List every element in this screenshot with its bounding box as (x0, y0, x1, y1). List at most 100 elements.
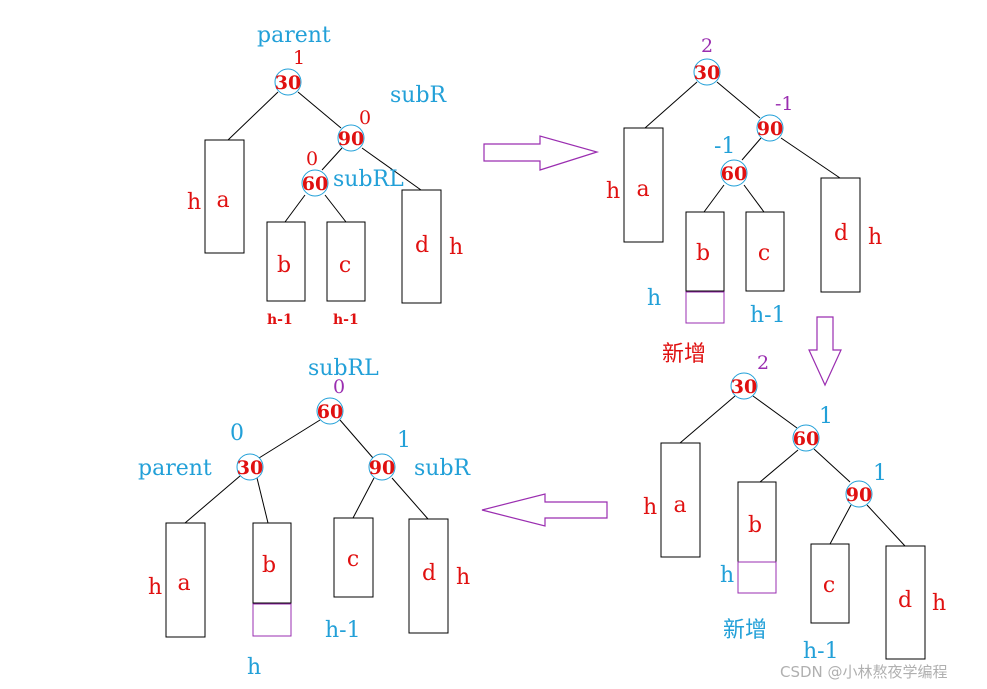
edge-90-c (352, 477, 375, 519)
subtree-a-box (165, 522, 206, 638)
added-label: 新增 (662, 342, 706, 367)
arrow-down (808, 316, 842, 387)
added-node-box (737, 561, 777, 594)
subtree-d-box (408, 518, 449, 634)
node-90-label: 90 (338, 128, 364, 150)
edge-30-b (256, 477, 269, 524)
subtree-d-box (885, 545, 926, 660)
node-30-label: 30 (275, 72, 301, 94)
height-d: h (932, 591, 946, 616)
bf-90: 1 (873, 461, 887, 486)
edge-90-60 (741, 137, 762, 161)
height-c: h-1 (803, 639, 839, 664)
node-30-label: 30 (694, 62, 720, 84)
box-c-letter: c (758, 241, 770, 266)
edge-90-d (866, 504, 906, 547)
edge-60-b (284, 194, 306, 223)
node-30-circle (236, 453, 264, 481)
subtree-c-box (326, 221, 366, 302)
subtree-b-box (685, 211, 725, 292)
edge-90-d (361, 147, 422, 191)
node-60-circle (316, 397, 344, 425)
diagram-3-after-right-rotation: 30 60 90 2 1 1 a b c d h h h h-1 新增 (643, 352, 946, 664)
subtree-b-box (266, 221, 306, 302)
node-90-label: 90 (757, 118, 783, 140)
height-b: h (720, 563, 734, 588)
label-subR: subR (414, 456, 472, 481)
diagram-1-initial-tree: 30 90 60 parent subR subRL 1 0 0 a b c d… (187, 23, 463, 328)
node-60-label: 60 (317, 401, 343, 423)
subtree-c-box (810, 543, 850, 624)
bf-90: 1 (397, 428, 411, 453)
edge-30-90 (297, 91, 342, 129)
box-a-letter: a (216, 188, 229, 213)
node-60-circle (720, 159, 748, 187)
height-c: h-1 (325, 618, 361, 643)
box-b-letter: b (696, 241, 710, 266)
node-30-circle (730, 372, 758, 400)
subtree-b-box (737, 481, 777, 563)
node-60-label: 60 (302, 173, 328, 195)
bf-60: -1 (714, 134, 735, 159)
edge-60-b (759, 449, 799, 483)
edge-90-60 (321, 147, 343, 171)
height-d: h (868, 225, 882, 250)
box-d-letter: d (422, 561, 436, 586)
node-60-label: 60 (721, 163, 747, 185)
height-b: h (247, 655, 261, 680)
edge-30-a (679, 395, 736, 444)
bf-30: 2 (701, 35, 713, 57)
node-60-circle (792, 424, 820, 452)
edge-90-c (829, 504, 852, 545)
edge-30-a (644, 81, 698, 129)
box-d-letter: d (415, 233, 429, 258)
node-30-label: 30 (731, 376, 757, 398)
bf-60: 1 (819, 404, 833, 429)
height-a: h (643, 495, 657, 520)
height-c: h-1 (750, 303, 786, 328)
box-c-letter: c (339, 253, 351, 278)
bf-60: 0 (306, 148, 318, 170)
bf-90: -1 (775, 93, 794, 115)
height-b: h-1 (267, 312, 293, 328)
edge-90-d (780, 137, 841, 179)
height-b: h (647, 286, 661, 311)
edge-60-c (743, 184, 765, 213)
height-d: h (456, 565, 470, 590)
added-node-box (252, 603, 292, 637)
edge-90-d (391, 477, 429, 520)
node-90-circle (756, 114, 784, 142)
diagram-4-after-left-rotation: 60 30 90 subRL parent subR 0 0 1 a b c d… (138, 356, 472, 680)
bf-30: 1 (293, 47, 305, 69)
height-d: h (449, 235, 463, 260)
height-a: h (606, 179, 620, 204)
box-c-letter: c (347, 547, 359, 572)
box-d-letter: d (898, 588, 912, 613)
edge-60-c (324, 194, 347, 223)
label-parent: parent (138, 456, 212, 481)
label-parent: parent (257, 23, 331, 48)
height-a: h (148, 575, 162, 600)
watermark: CSDN @小林熬夜学编程 (780, 663, 948, 681)
edge-30-90 (716, 81, 761, 119)
bf-60: 0 (333, 376, 345, 398)
node-90-label: 90 (846, 484, 872, 506)
subtree-c-box (745, 211, 785, 292)
edge-60-30 (258, 419, 321, 459)
edge-60-b (703, 184, 725, 213)
node-90-circle (337, 124, 365, 152)
label-subRL: subRL (308, 356, 379, 381)
subtree-a-box (204, 139, 245, 254)
box-b-letter: b (277, 253, 291, 278)
height-c: h-1 (333, 312, 359, 328)
box-b-letter: b (262, 553, 276, 578)
bf-90: 0 (359, 107, 371, 129)
node-30-label: 30 (237, 457, 263, 479)
node-90-circle (368, 453, 396, 481)
box-a-letter: a (177, 571, 190, 596)
subtree-d-box (820, 177, 861, 293)
arrow-left (481, 493, 608, 527)
box-b-letter: b (748, 513, 762, 538)
bf-30: 2 (757, 352, 769, 374)
box-d-letter: d (834, 221, 848, 246)
